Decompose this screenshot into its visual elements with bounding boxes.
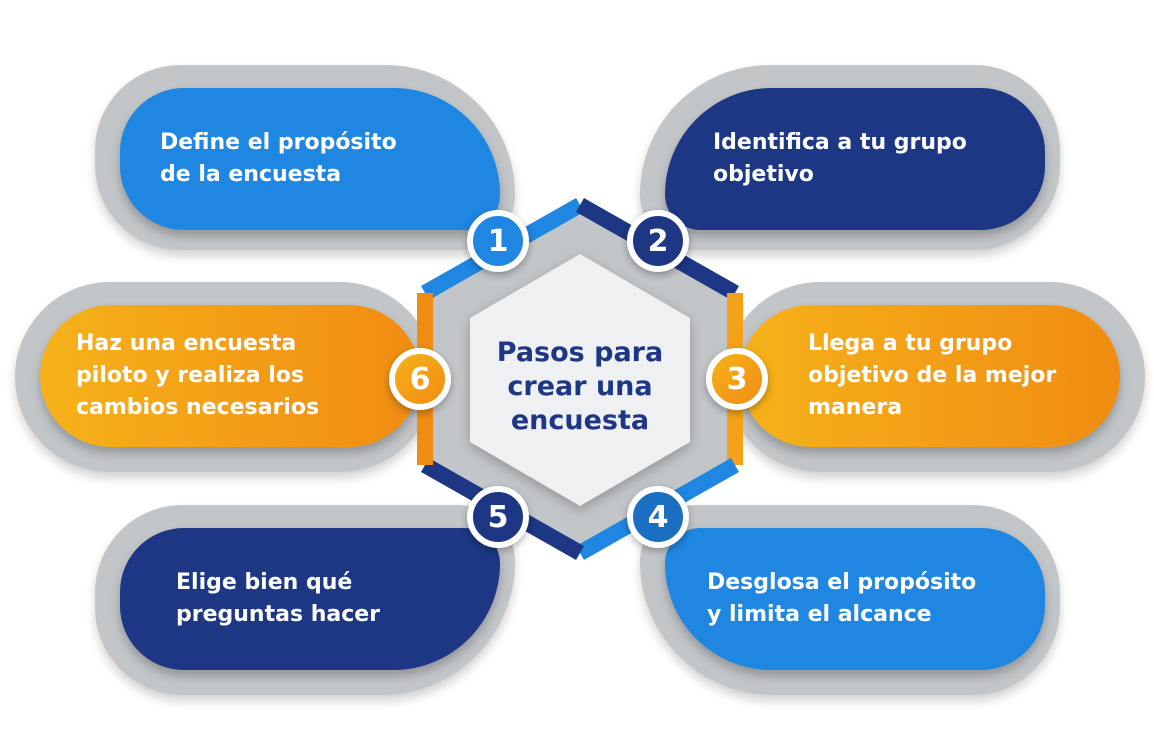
step-2-text: Identifica a tu grupo objetivo	[713, 130, 967, 187]
step-5-text: Elige bien qué preguntas hacer	[176, 570, 381, 627]
step-6-text: Haz una encuesta piloto y realiza los ca…	[76, 331, 320, 420]
step-3-badge: 3	[706, 348, 768, 410]
step-1-card: Define el propósito de la encuesta	[120, 88, 500, 230]
step-4-badge: 4	[627, 486, 689, 548]
step-5-card: Elige bien qué preguntas hacer	[120, 528, 500, 670]
step-1-text: Define el propósito de la encuesta	[160, 130, 397, 187]
step-4-text: Desglosa el propósito y limita el alcanc…	[707, 570, 977, 627]
step-4-card: Desglosa el propósito y limita el alcanc…	[665, 528, 1045, 670]
step-6-card: Haz una encuesta piloto y realiza los ca…	[40, 305, 420, 447]
step-1-badge: 1	[467, 210, 529, 272]
step-3-text: Llega a tu grupo objetivo de la mejor ma…	[808, 331, 1057, 420]
diagram-title: Pasos para crear una encuesta	[496, 337, 664, 436]
step-6-badge: 6	[389, 348, 451, 410]
step-3-card: Llega a tu grupo objetivo de la mejor ma…	[740, 305, 1120, 447]
step-2-badge: 2	[627, 210, 689, 272]
step-2-card: Identifica a tu grupo objetivo	[665, 88, 1045, 230]
step-5-badge: 5	[467, 486, 529, 548]
